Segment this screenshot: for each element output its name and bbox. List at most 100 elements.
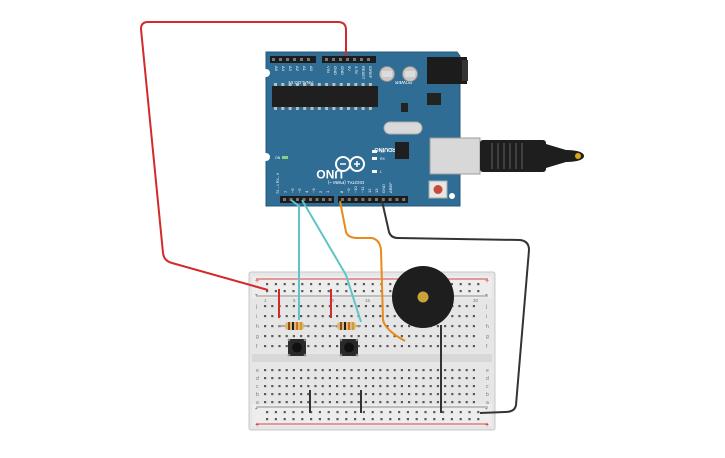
piezo-buzzer[interactable] [392,266,454,328]
breadboard-hole [458,335,461,338]
breadboard-hole [386,377,389,380]
push-button[interactable] [339,338,359,357]
header-pin [293,58,296,61]
breadboard-hole [364,385,367,388]
rail-hole [301,283,304,286]
wire-5v-red[interactable] [139,21,347,291]
breadboard-hole [292,401,295,404]
breadboard-hole [422,401,425,404]
breadboard-hole [436,377,439,380]
row-letter-a: a [256,400,259,406]
rail-hole [371,411,374,414]
wire-signal-teal[interactable] [290,199,300,320]
row-letter-j-right: j [485,304,487,310]
breadboard-hole [429,377,432,380]
wire-signal-teal[interactable] [301,199,362,323]
rail-hole [310,418,313,421]
breadboard-hole [300,385,303,388]
rail-plus-top-left: + [255,278,259,285]
resistor[interactable] [279,322,309,330]
breadboard-hole [472,393,475,396]
breadboard-hole [292,305,295,308]
breadboard-hole [300,335,303,338]
header-pin [402,198,406,201]
header-pin [381,198,385,201]
breadboard-hole [422,393,425,396]
breadboard-hole [314,315,317,318]
rail-hole [310,411,313,414]
dc-power-jack[interactable] [427,57,468,84]
usb-b-connector[interactable] [429,137,584,175]
rail-hole [354,411,357,414]
ic-leg [281,83,285,86]
rail-hole [424,418,427,421]
breadboard-hole [285,401,288,404]
breadboard-hole [379,377,382,380]
breadboard-hole [393,335,396,338]
breadboard-hole [292,369,295,372]
row-letter-f-right: f [486,344,488,350]
header-pin [272,58,275,61]
breadboard-hole [328,345,331,348]
breadboard-hole [393,345,396,348]
breadboard-hole [307,385,310,388]
wire-ground-black[interactable] [381,200,531,414]
ic-leg [317,83,321,86]
breadboard-hole [357,385,360,388]
ic-leg [274,107,277,110]
header-pin [347,198,351,201]
analog-power-header[interactable] [270,56,376,63]
rail-hole [362,418,365,421]
breadboard-hole [264,385,267,388]
header-pin [361,198,365,201]
ic-leg [339,83,343,86]
breadboard-hole [379,305,382,308]
breadboard-hole [429,369,432,372]
pin-label-ioref: IOREF [368,66,373,79]
breadboard-hole [372,385,375,388]
breadboard-hole [393,377,396,380]
breadboard-hole [285,385,288,388]
breadboard-hole [336,393,339,396]
rail-hole [274,411,277,414]
digital-header[interactable] [280,196,408,203]
breadboard-hole [300,305,303,308]
breadboard-hole [328,315,331,318]
row-letter-j: j [255,304,257,310]
push-button[interactable] [287,338,307,357]
arduino-uno-board[interactable]: A5 A4 A3 A2 A1 A0 VIN GND GND 5V 3.3V RE… [262,51,468,207]
wire-buzzer-orange[interactable] [339,200,406,342]
breadboard-hole [364,305,367,308]
breadboard-hole [271,315,274,318]
breadboard-hole [386,335,389,338]
ic-leg [310,107,314,110]
breadboard-hole [285,377,288,380]
header-pin [388,198,392,201]
breadboard-hole [465,305,468,308]
rail-hole [354,290,357,293]
pin-label-vin: VIN [326,66,331,73]
ic-leg [361,107,365,110]
ic-leg [288,83,292,86]
rail-hole [477,411,480,414]
breadboard-hole [415,401,418,404]
breadboard-hole [465,393,468,396]
tx-led-label: TX [380,150,385,154]
breadboard-hole [408,385,411,388]
breadboard-hole [364,315,367,318]
breadboard-hole [307,377,310,380]
reset-button[interactable] [428,180,448,199]
pin-label-11: ~11 [360,186,365,193]
row-letter-c-right: c [486,384,489,390]
breadboard-hole [422,335,425,338]
breadboard[interactable]: + - + - - + - + j i h g f e d c b a j i … [248,271,496,431]
resistor[interactable] [331,322,361,330]
breadboard-hole [444,401,447,404]
breadboard-hole [264,369,267,372]
breadboard-hole [307,369,310,372]
breadboard-hole [372,369,375,372]
pin-label-8: 8 [339,190,344,193]
breadboard-hole [278,335,281,338]
breadboard-hole [422,385,425,388]
rail-hole [450,418,453,421]
